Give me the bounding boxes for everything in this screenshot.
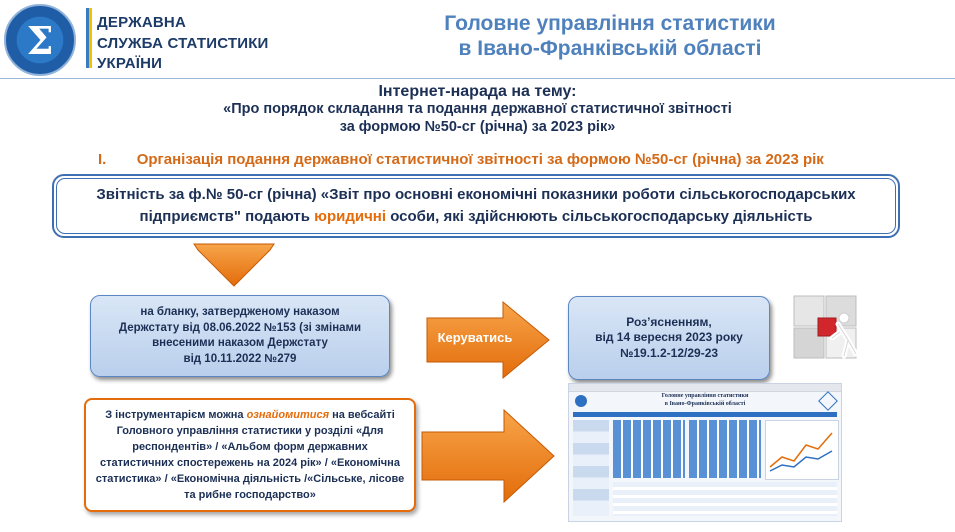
clarification-line-1: Роз’ясненням, xyxy=(626,314,712,329)
section-heading: I. Організація подання державної статист… xyxy=(98,151,824,168)
form-blank-line-2: Держстату від 08.06.2022 №153 (зі змінам… xyxy=(118,321,362,334)
logo-divider-yellow xyxy=(89,8,92,68)
clarification-line-2: від 14 вересня 2023 року xyxy=(595,330,743,345)
meeting-title-line-2: «Про порядок складання та подання держав… xyxy=(223,101,732,117)
logo-emblem xyxy=(4,4,76,76)
site-content-list xyxy=(613,482,837,516)
site-calendar-1 xyxy=(613,420,685,478)
reporting-statement-inner: Звітність за ф.№ 50-сг (річна) «Звіт про… xyxy=(56,178,896,234)
site-calendar-2 xyxy=(689,420,761,478)
section-number: I. xyxy=(98,151,107,168)
instrument-info-part-2: на вебсайті Головного управління статист… xyxy=(95,409,405,501)
site-nav-bar xyxy=(573,412,837,417)
browser-bar xyxy=(569,384,841,392)
form-blank-line-1: на бланку, затвердженому наказом xyxy=(140,306,340,318)
form-blank-line-3: внесеними наказом Держстату xyxy=(152,337,328,349)
logo-divider-blue xyxy=(86,8,89,68)
site-title-line-2: в Івано-Франківській області xyxy=(664,401,746,407)
site-chart-panel xyxy=(765,420,839,480)
site-logo-icon xyxy=(575,395,587,407)
reporting-statement-text: Звітність за ф.№ 50-сг (річна) «Звіт про… xyxy=(57,184,895,228)
reporting-statement-box: Звітність за ф.№ 50-сг (річна) «Звіт про… xyxy=(52,174,900,238)
right-arrow-icon xyxy=(426,300,550,380)
site-title: Головне управління статистики в Івано-Фр… xyxy=(569,392,841,408)
meeting-title-line-1: Інтернет-нарада на тему: xyxy=(378,83,577,100)
header-divider xyxy=(0,78,955,79)
site-sidebar xyxy=(573,420,609,516)
reporting-statement-highlight: юридичні xyxy=(314,208,387,225)
instrument-info-emphasis: ознайомитися xyxy=(246,409,330,421)
org-name-line-1: ДЕРЖАВНА xyxy=(97,14,186,31)
section-title: Організація подання державної статистичн… xyxy=(136,151,824,168)
org-name-line-2: СЛУЖБА СТАТИСТИКИ xyxy=(97,35,269,52)
instrument-info-part-1: З інструментарієм можна xyxy=(105,409,247,421)
instrument-info-text: З інструментарієм можна ознайомитися на … xyxy=(94,407,406,503)
instrument-info-box: З інструментарієм можна ознайомитися на … xyxy=(84,398,416,512)
reporting-statement-part-2: особи, які здійснюють сільськогосподарсь… xyxy=(386,208,813,225)
clarification-line-3: №19.1.2-12/29-23 xyxy=(619,345,719,360)
form-blank-box: на бланку, затвердженому наказом Держста… xyxy=(90,295,390,377)
org-name-line-3: УКРАЇНИ xyxy=(97,55,163,72)
down-arrow-icon xyxy=(193,243,275,287)
website-preview: Головне управління статистики в Івано-Фр… xyxy=(568,383,842,522)
meeting-title-line-3: за формою №50-сг (річна) за 2023 рік» xyxy=(339,119,616,135)
department-title-line-2: в Івано-Франківській області xyxy=(458,37,762,60)
clarification-box: Роз’ясненням, від 14 вересня 2023 року №… xyxy=(568,296,770,380)
sigma-emblem-icon: Σ xyxy=(26,17,54,63)
puzzle-figure-icon xyxy=(793,295,859,359)
form-blank-line-4: від 10.11.2022 №279 xyxy=(183,352,297,365)
reporting-statement-part-1: Звітність за ф.№ 50-сг (річна) «Звіт про… xyxy=(96,186,856,225)
arrow-label: Керуватись xyxy=(437,330,513,345)
big-right-arrow-icon xyxy=(421,408,555,504)
site-title-line-1: Головне управління статистики xyxy=(661,393,749,399)
department-title-line-1: Головне управління статистики xyxy=(444,12,776,35)
